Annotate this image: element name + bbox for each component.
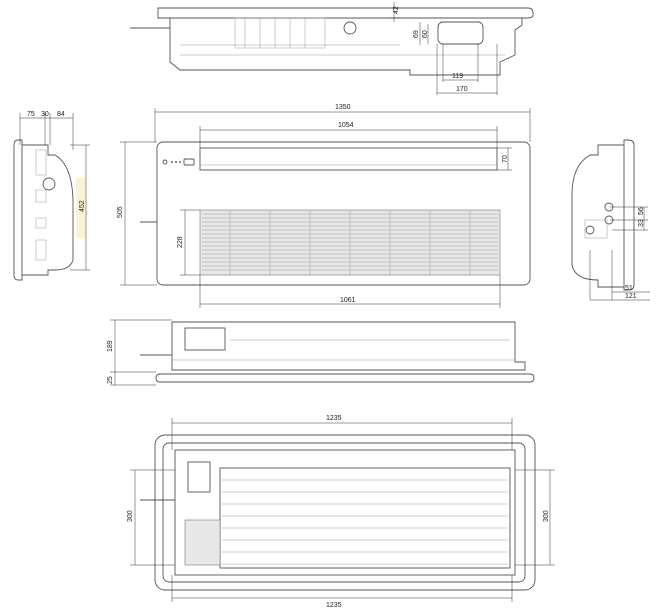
left-side-view: 75 30 84 452 xyxy=(13,111,90,281)
dim-189: 189 xyxy=(107,340,114,352)
bottom-side-view: 189 25 xyxy=(107,319,535,386)
top-view: 42 69 60 119 170 xyxy=(130,2,534,95)
dim-300-left: 300 xyxy=(127,510,134,522)
dim-33: 33 xyxy=(638,219,645,227)
dim-51: 51 xyxy=(625,285,633,292)
dim-121: 121 xyxy=(625,293,637,300)
dim-25: 25 xyxy=(107,376,114,384)
dim-1054: 1054 xyxy=(338,122,354,129)
dim-84: 84 xyxy=(57,111,65,118)
dim-56: 56 xyxy=(638,207,645,215)
dim-1350: 1350 xyxy=(335,104,351,111)
dim-30: 30 xyxy=(41,111,49,118)
dim-170: 170 xyxy=(456,86,468,93)
dim-119: 119 xyxy=(452,73,463,80)
front-view: 1350 1054 505 70 228 1061 xyxy=(117,104,531,308)
dim-42: 42 xyxy=(393,6,400,14)
dim-75: 75 xyxy=(27,111,35,118)
dim-69: 69 xyxy=(413,30,420,38)
bottom-view: 1235 1235 300 300 xyxy=(127,415,555,609)
dim-1235-top: 1235 xyxy=(326,415,342,422)
dim-452: 452 xyxy=(79,200,86,212)
dim-60: 60 xyxy=(422,30,429,38)
dim-1235-bottom: 1235 xyxy=(326,602,342,609)
dim-228: 228 xyxy=(177,236,184,248)
dim-70: 70 xyxy=(502,155,509,163)
right-side-view: 56 33 51 121 xyxy=(571,139,650,301)
dim-505: 505 xyxy=(117,206,124,218)
dim-300-right: 300 xyxy=(543,510,550,522)
air-grille xyxy=(202,210,498,275)
dim-1061: 1061 xyxy=(340,297,356,304)
